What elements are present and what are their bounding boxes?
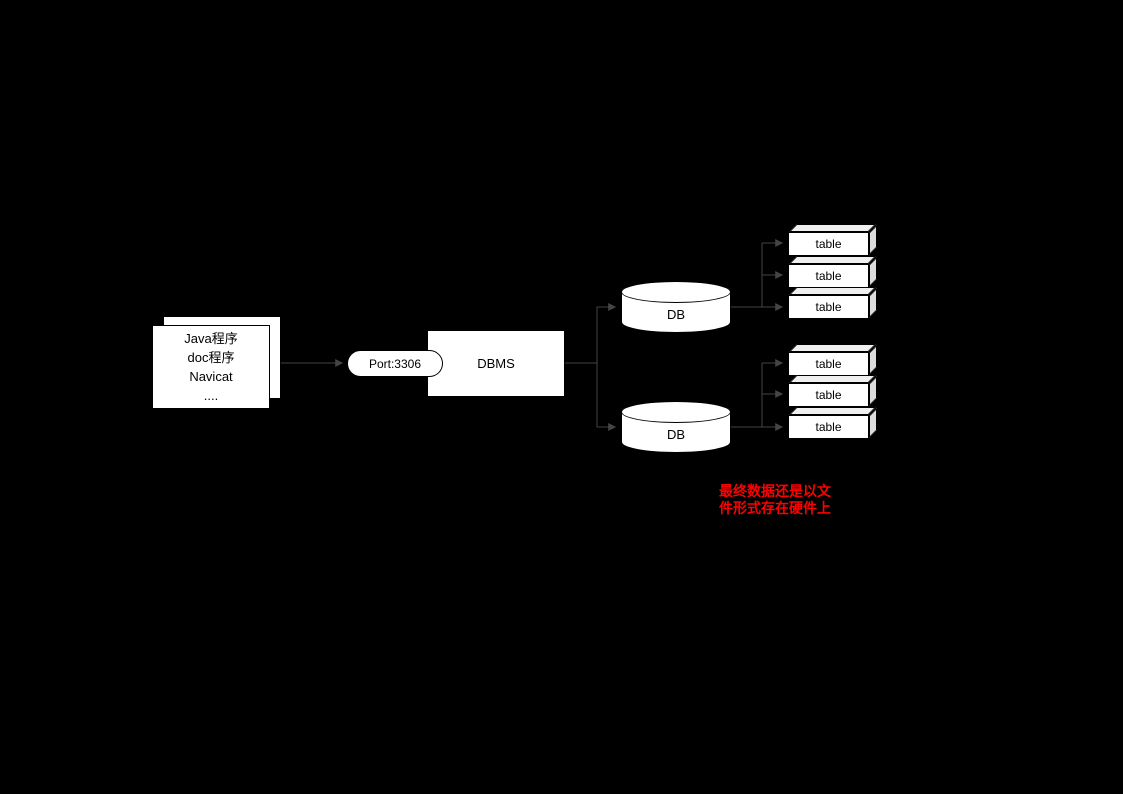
client-stack: Java程序 doc程序 Navicat .... — [152, 325, 270, 409]
table-node: table — [788, 232, 869, 256]
db-label: DB — [666, 307, 686, 322]
table-node: table — [788, 264, 869, 288]
dbms-node: DBMS — [427, 330, 565, 397]
cylinder-top — [621, 401, 731, 423]
note-line-2: 件形式存在硬件上 — [719, 500, 831, 516]
db-cylinder-2: DB — [621, 401, 731, 453]
db-label: DB — [666, 427, 686, 442]
client-line-navicat: Navicat — [189, 369, 233, 384]
table-node: table — [788, 415, 869, 439]
cylinder-top — [621, 281, 731, 303]
connector-dbms-to-db2 — [596, 363, 617, 431]
table-node: table — [788, 352, 869, 376]
table-node: table — [788, 383, 869, 407]
connector-dbms-to-db1 — [565, 303, 617, 364]
port-node: Port:3306 — [347, 350, 443, 377]
table-node: table — [788, 295, 869, 319]
note-line-1: 最终数据还是以文 — [719, 483, 831, 499]
db-cylinder-1: DB — [621, 281, 731, 333]
client-line-doc: doc程序 — [187, 350, 235, 365]
client-line-java: Java程序 — [184, 331, 238, 346]
client-line-ellipsis: .... — [203, 388, 219, 403]
note-text: 最终数据还是以文 件形式存在硬件上 — [719, 483, 843, 517]
